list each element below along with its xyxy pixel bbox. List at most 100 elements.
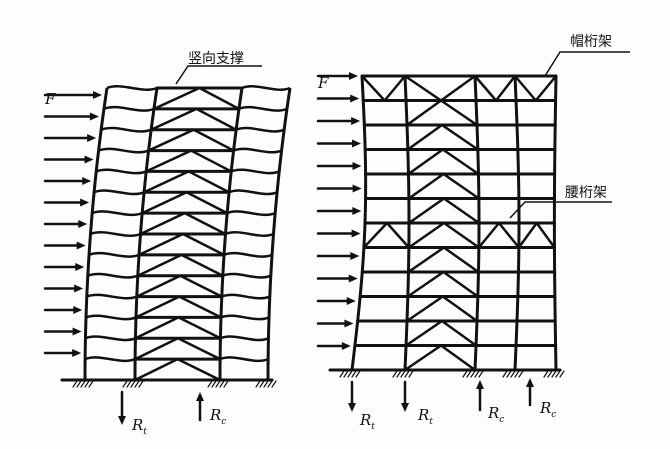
- deformed-beam: [87, 272, 139, 279]
- fixed-support-hatch: [263, 380, 269, 388]
- brace: [140, 191, 188, 215]
- load-arrowhead: [348, 274, 358, 283]
- core-brace: [439, 99, 479, 127]
- deformed-beam: [235, 126, 285, 133]
- core-brace: [405, 99, 443, 127]
- deformed-beam: [219, 356, 269, 363]
- deformed-beam: [233, 147, 283, 154]
- brace: [134, 316, 180, 340]
- fixed-support-hatch: [347, 370, 353, 378]
- load-arrowhead: [352, 162, 362, 170]
- outrigger-frame-right: [316, 51, 630, 412]
- label-rc: Rc: [209, 406, 226, 427]
- load-arrowhead: [351, 229, 361, 238]
- core-brace: [441, 148, 480, 176]
- brace: [137, 232, 185, 257]
- label-belt-truss: 腰桁架: [565, 185, 607, 201]
- deformed-beam: [238, 105, 288, 112]
- load-arrowhead: [84, 155, 94, 164]
- deformed-beam: [95, 168, 147, 175]
- brace: [144, 149, 193, 173]
- core-brace: [407, 246, 446, 274]
- brace: [134, 295, 181, 319]
- leader-line: [175, 65, 262, 85]
- core-brace: [440, 123, 480, 151]
- fixed-support-hatch: [271, 380, 277, 388]
- core-brace: [407, 148, 445, 176]
- brace: [176, 357, 222, 382]
- belt-truss-member: [517, 221, 538, 249]
- fixed-support-hatch: [126, 380, 132, 388]
- fixed-support-hatch: [130, 380, 136, 388]
- label-force-left: F: [44, 90, 56, 108]
- fixed-support-hatch: [351, 370, 357, 378]
- fixed-support-hatch: [84, 380, 90, 388]
- fixed-support-hatch: [219, 380, 225, 388]
- fixed-support-hatch: [518, 370, 524, 378]
- core-brace: [405, 295, 445, 323]
- load-arrowhead: [350, 94, 360, 103]
- fixed-support-hatch: [462, 370, 468, 378]
- label-rt-2: Rt: [417, 406, 433, 427]
- load-arrowhead: [72, 327, 82, 336]
- fixed-support-hatch: [474, 370, 480, 378]
- deformed-beam: [223, 251, 273, 258]
- deformed-beam: [228, 189, 278, 196]
- load-arrowhead: [75, 263, 85, 271]
- label-rt: Rt: [131, 416, 147, 437]
- fixed-support-hatch: [400, 370, 406, 378]
- brace: [147, 128, 195, 152]
- cap-truss-member: [494, 74, 517, 102]
- cap-truss-member: [360, 74, 386, 102]
- load-arrowhead: [78, 220, 88, 228]
- load-arrowhead: [351, 117, 361, 125]
- fixed-support-hatch: [547, 370, 553, 378]
- belt-truss-leader: [509, 201, 612, 219]
- brace: [192, 128, 235, 152]
- load-arrowhead: [344, 319, 354, 328]
- brace: [139, 211, 186, 236]
- reaction-arrowhead: [476, 380, 484, 389]
- belt-truss-member: [535, 221, 556, 249]
- core-brace: [440, 319, 478, 347]
- brace: [198, 86, 241, 111]
- belt-truss-member: [362, 221, 389, 249]
- load-arrowhead: [76, 241, 86, 250]
- core-brace: [406, 270, 445, 298]
- belt-truss-member: [385, 221, 411, 249]
- fixed-support-hatch: [267, 380, 273, 388]
- fixed-support-hatch: [207, 380, 213, 388]
- deformed-beam: [84, 335, 136, 342]
- load-arrowhead: [92, 91, 102, 99]
- brace: [177, 316, 222, 340]
- deformed-beam: [241, 85, 291, 91]
- fixed-support-hatch: [134, 380, 140, 388]
- fixed-support-hatch: [502, 370, 508, 378]
- deformed-beam: [219, 335, 269, 342]
- fixed-support-hatch: [408, 370, 414, 378]
- load-arrowhead: [352, 207, 362, 215]
- load-arrowhead: [80, 198, 90, 207]
- fixed-support-hatch: [392, 370, 398, 378]
- fixed-support-hatch: [215, 380, 221, 388]
- core-brace: [442, 172, 481, 200]
- fixed-support-hatch: [80, 380, 86, 388]
- reaction-arrowhead: [348, 403, 356, 412]
- deformed-beam: [221, 293, 271, 300]
- core-brace: [441, 295, 479, 323]
- deformed-beam: [222, 272, 272, 279]
- cap-truss-leader: [544, 51, 630, 77]
- load-arrowhead: [87, 134, 97, 142]
- load-arrowhead: [349, 72, 358, 80]
- brace: [133, 337, 180, 361]
- deformed-beam: [106, 85, 158, 91]
- core-brace: [406, 123, 444, 151]
- label-rt-1: Rt: [359, 411, 375, 432]
- brace: [183, 211, 227, 236]
- fixed-support-hatch: [211, 380, 217, 388]
- fixed-support-hatch: [138, 380, 144, 388]
- deformed-beam: [86, 293, 138, 300]
- brace: [149, 107, 198, 131]
- load-arrowhead: [74, 284, 84, 293]
